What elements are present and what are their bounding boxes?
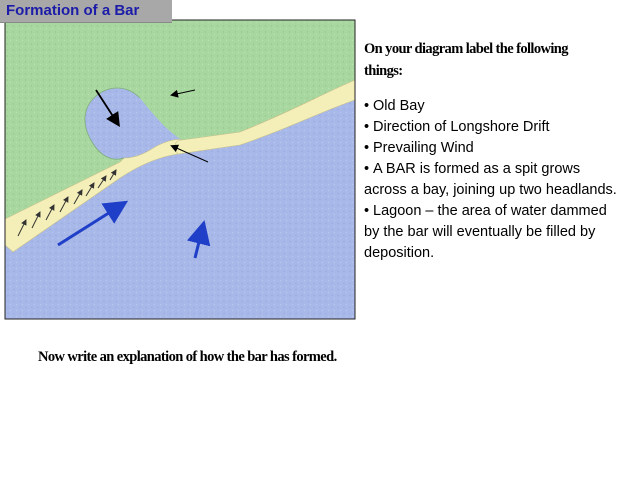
list-item: •Direction of Longshore Drift xyxy=(364,117,626,138)
explanation-task: Now write an explanation of how the bar … xyxy=(38,349,337,365)
pointer-arrow-old-bay xyxy=(95,89,120,128)
instruction-heading: On your diagram label the following thin… xyxy=(364,41,569,79)
pointer-arrow-spit-top xyxy=(170,89,196,98)
title-bar: Formation of a Bar xyxy=(0,0,172,23)
longshore-drift-arrows xyxy=(17,169,117,237)
land-area xyxy=(5,20,355,219)
bullet-icon: • xyxy=(364,140,370,156)
list-item-text: Prevailing Wind xyxy=(373,140,474,156)
diagram-frame xyxy=(4,19,356,320)
bullet-icon: • xyxy=(364,203,370,219)
list-item-text: Direction of Longshore Drift xyxy=(373,119,550,135)
bullet-icon: • xyxy=(364,119,370,135)
list-item: •Lagoon – the area of water dammed by th… xyxy=(364,201,626,264)
list-item-text: A BAR is formed as a spit grows across a… xyxy=(364,161,617,198)
pointer-arrow-bar xyxy=(170,144,209,163)
list-item: •Prevailing Wind xyxy=(364,138,626,159)
list-item-text: Lagoon – the area of water dammed by the… xyxy=(364,203,607,261)
instruction-panel: On your diagram label the following thin… xyxy=(364,38,626,264)
list-item: •A BAR is formed as a spit grows across … xyxy=(364,159,626,201)
page-title: Formation of a Bar xyxy=(6,2,140,19)
list-item-text: Old Bay xyxy=(373,98,425,114)
wind-arrow-small xyxy=(186,220,211,259)
old-bay-outline xyxy=(84,87,141,160)
bullet-icon: • xyxy=(364,98,370,114)
label-list: •Old Bay •Direction of Longshore Drift •… xyxy=(364,96,626,264)
wind-arrow-large xyxy=(57,200,129,247)
list-item: •Old Bay xyxy=(364,96,626,117)
bullet-icon: • xyxy=(364,161,370,177)
